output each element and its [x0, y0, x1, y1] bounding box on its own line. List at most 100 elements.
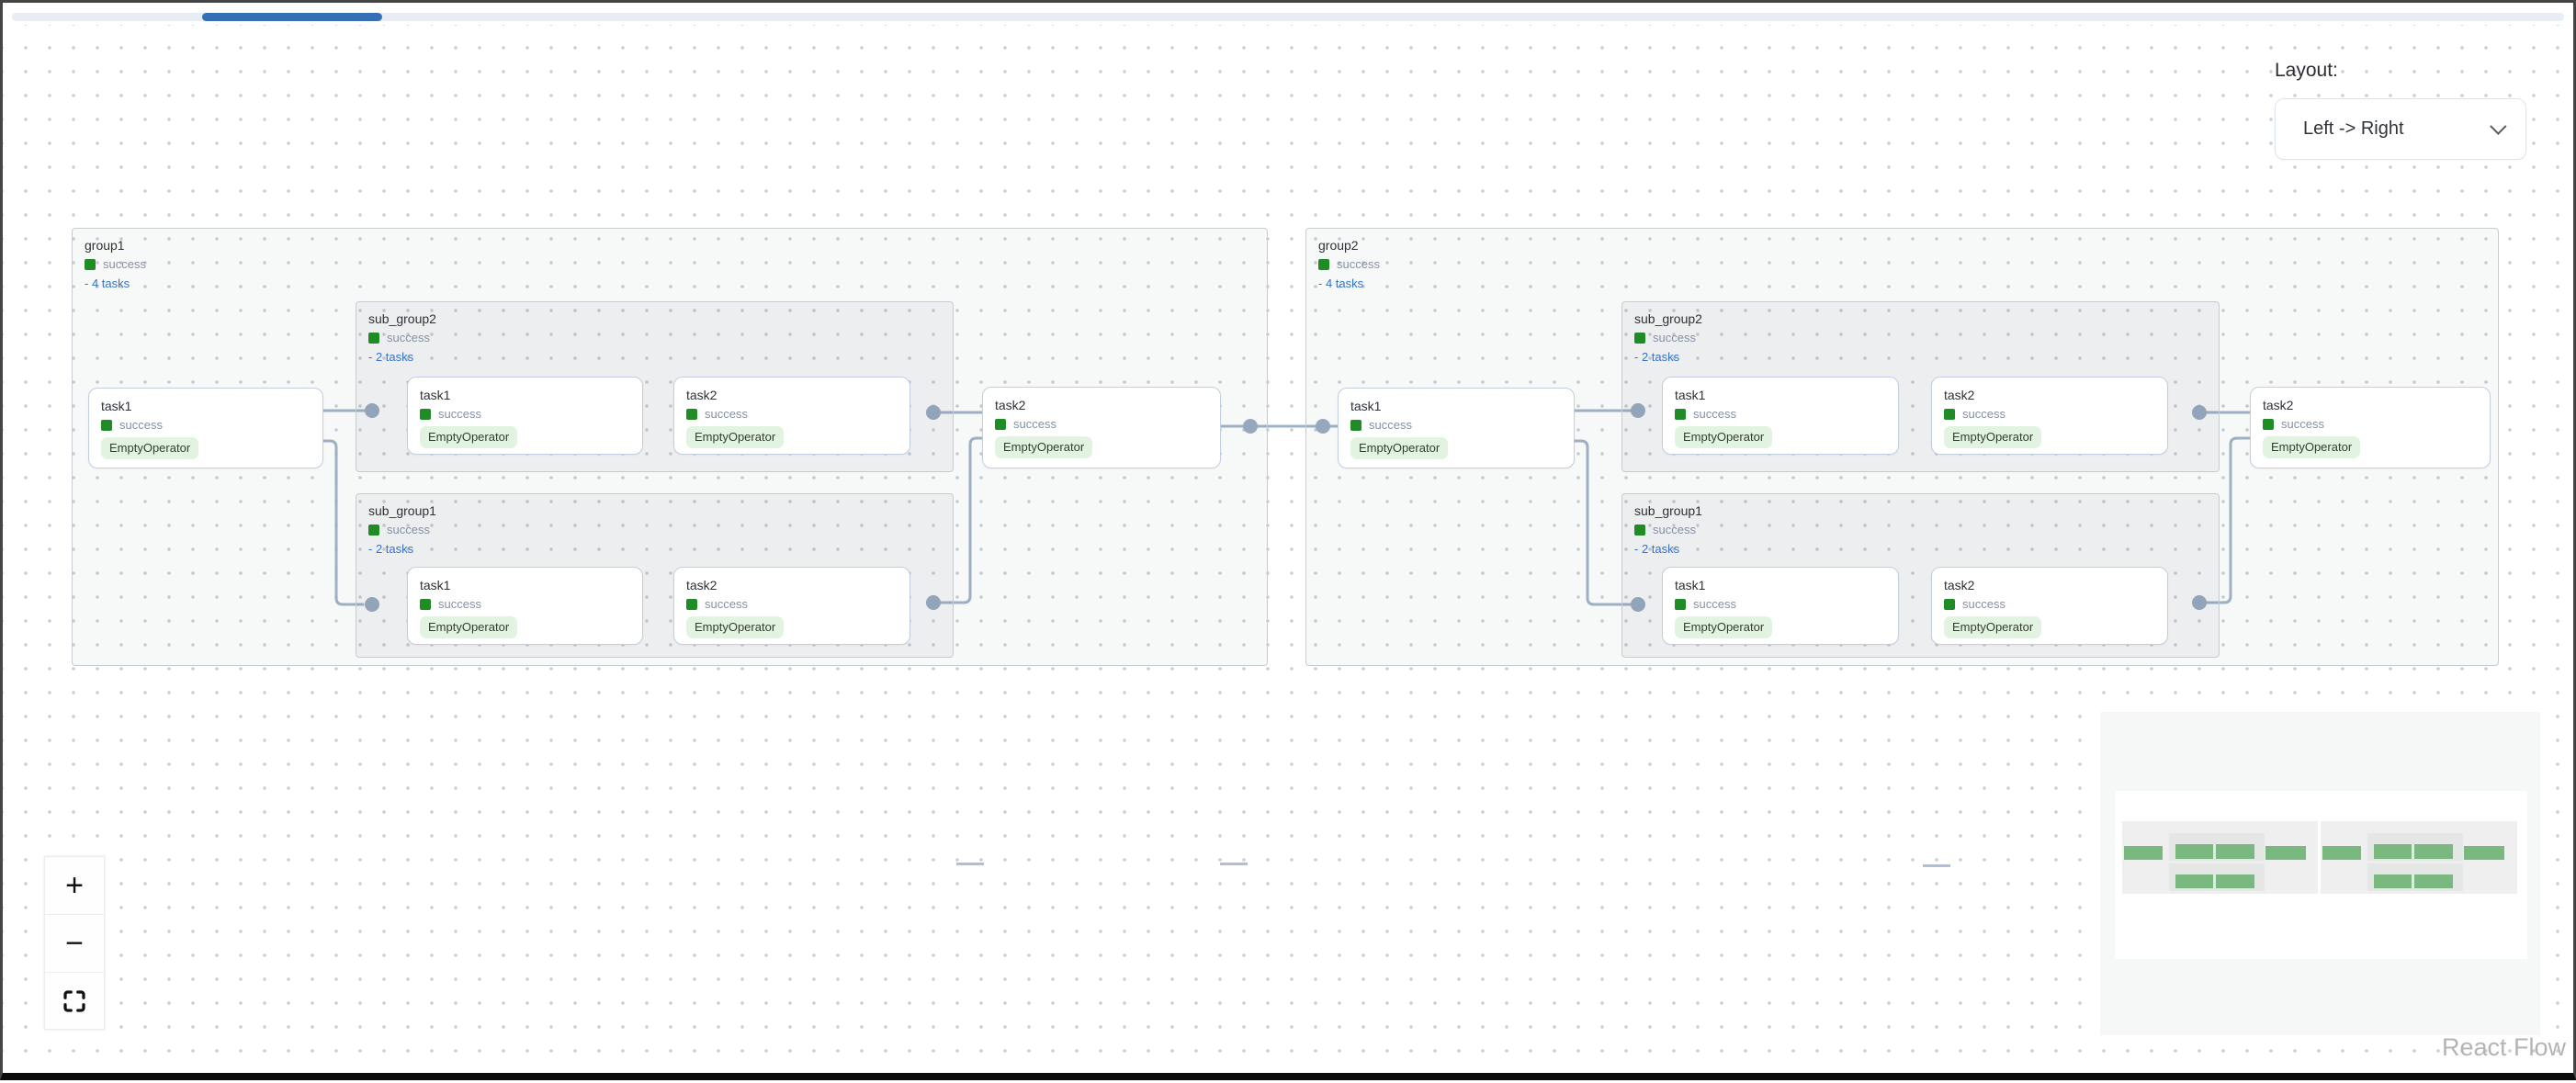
subgroup-status: success — [1653, 523, 1696, 536]
task-node[interactable]: task1 success EmptyOperator — [1338, 388, 1575, 468]
subgroup-tasks-toggle[interactable]: - 2 tasks — [1634, 350, 1680, 364]
task-status: success — [1369, 418, 1412, 432]
layout-select[interactable]: Left -> Right — [2275, 98, 2526, 160]
group-node-group2[interactable]: group2 success - 4 tasks task1 success E… — [1305, 228, 2499, 666]
group-node-group1[interactable]: group1 success - 4 tasks task1 success E… — [72, 228, 1268, 666]
minimap-task — [2216, 844, 2254, 859]
subgroup-name: sub_group1 — [368, 503, 436, 518]
minimap-task — [2374, 874, 2412, 888]
task-node[interactable]: task1 success EmptyOperator — [88, 388, 323, 468]
minimap-task — [2216, 874, 2254, 888]
minimap-task — [2175, 844, 2213, 859]
task-name: task2 — [2263, 398, 2294, 412]
subgroup-node-sub_group2[interactable]: sub_group2 success - 2 tasks task1 succe… — [1621, 301, 2220, 472]
subgroup-tasks-toggle[interactable]: - 2 tasks — [368, 350, 414, 364]
group-tasks-toggle[interactable]: - 4 tasks — [85, 276, 130, 290]
operator-badge: EmptyOperator — [995, 436, 1093, 458]
subgroup-status: success — [387, 523, 430, 536]
subgroup-status: success — [387, 331, 430, 344]
group-name: group1 — [85, 238, 125, 253]
task-status: success — [1693, 597, 1736, 611]
task-node[interactable]: task2 success EmptyOperator — [982, 387, 1221, 468]
task-status: success — [705, 597, 748, 611]
task-status: success — [119, 418, 163, 432]
status-square-icon — [368, 333, 379, 344]
group-status: success — [103, 257, 146, 271]
edge-fragment — [1220, 863, 1248, 865]
edge-fragment — [956, 863, 984, 865]
operator-badge: EmptyOperator — [2263, 436, 2361, 458]
operator-badge: EmptyOperator — [101, 437, 199, 459]
status-square-icon — [85, 259, 96, 270]
minimap-task — [2374, 844, 2412, 859]
status-square-icon — [686, 409, 697, 420]
status-square-icon — [1944, 599, 1955, 610]
operator-badge: EmptyOperator — [1944, 426, 2042, 448]
operator-badge: EmptyOperator — [420, 426, 518, 448]
fit-view-icon — [63, 989, 85, 1012]
task-node[interactable]: task2 success EmptyOperator — [2250, 387, 2491, 468]
status-square-icon — [101, 420, 112, 431]
group-name: group2 — [1318, 238, 1359, 253]
task-name: task1 — [1350, 399, 1382, 413]
zoom-in-button[interactable]: + — [44, 856, 105, 914]
status-square-icon — [420, 409, 431, 420]
minimap-task — [2414, 874, 2453, 888]
status-square-icon — [1634, 333, 1645, 344]
operator-badge: EmptyOperator — [686, 616, 785, 638]
operator-badge: EmptyOperator — [1675, 426, 1773, 448]
task-node[interactable]: task1 success EmptyOperator — [407, 567, 643, 645]
horizontal-scrollbar-thumb[interactable] — [202, 13, 382, 21]
task-name: task1 — [1675, 388, 1706, 402]
react-flow-attribution: React Flow — [2442, 1033, 2567, 1061]
operator-badge: EmptyOperator — [1944, 616, 2042, 638]
operator-badge: EmptyOperator — [1350, 437, 1449, 459]
task-node[interactable]: task2 success EmptyOperator — [1931, 567, 2168, 645]
status-square-icon — [420, 599, 431, 610]
plus-icon: + — [65, 867, 84, 903]
fit-view-button[interactable] — [44, 972, 105, 1030]
task-status: success — [1962, 597, 2005, 611]
subgroup-node-sub_group2[interactable]: sub_group2 success - 2 tasks task1 succe… — [356, 301, 954, 472]
status-square-icon — [1675, 599, 1686, 610]
status-square-icon — [1675, 409, 1686, 420]
minimap[interactable] — [2100, 712, 2540, 1035]
subgroup-name: sub_group2 — [1634, 311, 1702, 326]
task-status: success — [2281, 417, 2324, 431]
status-square-icon — [1318, 259, 1329, 270]
horizontal-scrollbar-track[interactable] — [12, 13, 2564, 21]
minimap-task — [2175, 874, 2213, 888]
operator-badge: EmptyOperator — [686, 426, 785, 448]
chevron-down-icon — [2490, 118, 2507, 135]
status-square-icon — [368, 525, 379, 536]
subgroup-status: success — [1653, 331, 1696, 344]
task-node[interactable]: task2 success EmptyOperator — [1931, 377, 2168, 455]
status-square-icon — [995, 419, 1006, 430]
subgroup-node-sub_group1[interactable]: sub_group1 success - 2 tasks task1 succe… — [1621, 493, 2220, 658]
group-tasks-toggle[interactable]: - 4 tasks — [1318, 276, 1364, 290]
task-status: success — [1013, 417, 1056, 431]
minimap-task — [2414, 844, 2453, 859]
subgroup-node-sub_group1[interactable]: sub_group1 success - 2 tasks task1 succe… — [356, 493, 954, 658]
edge-fragment — [1923, 864, 1950, 867]
task-name: task2 — [995, 398, 1026, 412]
layout-select-value: Left -> Right — [2303, 118, 2404, 139]
task-name: task2 — [1944, 578, 1975, 592]
subgroup-tasks-toggle[interactable]: - 2 tasks — [368, 542, 414, 556]
task-node[interactable]: task2 success EmptyOperator — [673, 377, 910, 455]
task-name: task2 — [686, 578, 717, 592]
task-node[interactable]: task2 success EmptyOperator — [673, 567, 910, 645]
operator-badge: EmptyOperator — [1675, 616, 1773, 638]
status-square-icon — [1944, 409, 1955, 420]
group-status: success — [1337, 257, 1380, 271]
task-name: task2 — [1944, 388, 1975, 402]
zoom-out-button[interactable]: − — [44, 914, 105, 972]
task-node[interactable]: task1 success EmptyOperator — [1662, 567, 1899, 645]
status-square-icon — [1634, 525, 1645, 536]
task-node[interactable]: task1 success EmptyOperator — [407, 377, 643, 455]
subgroup-tasks-toggle[interactable]: - 2 tasks — [1634, 542, 1680, 556]
task-status: success — [705, 407, 748, 421]
task-node[interactable]: task1 success EmptyOperator — [1662, 377, 1899, 455]
task-name: task1 — [420, 578, 451, 592]
status-square-icon — [2263, 419, 2274, 430]
